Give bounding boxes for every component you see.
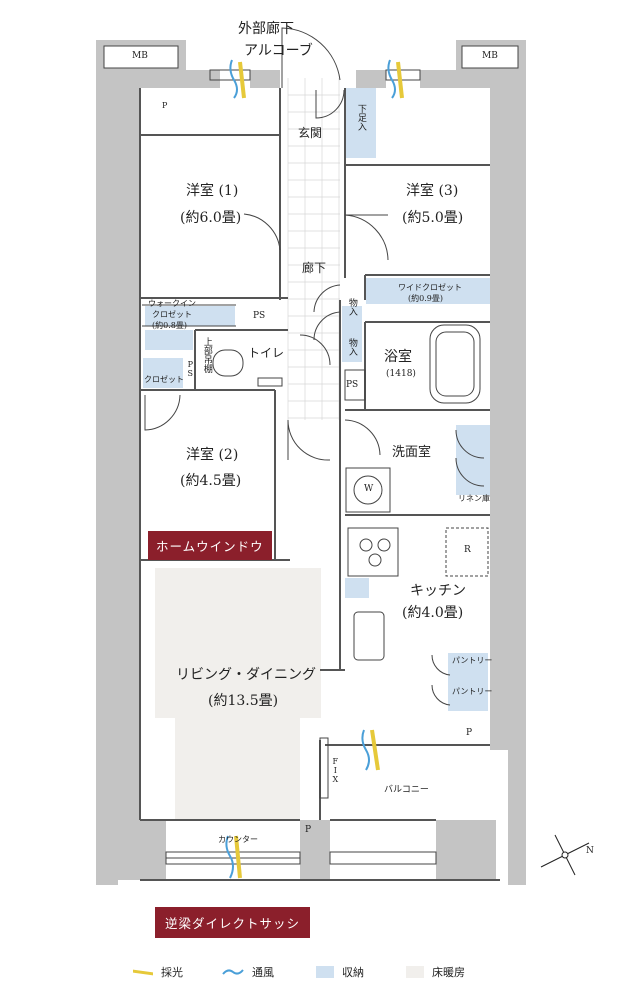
legend-storage-label: 収納 [342, 966, 364, 979]
light-symbols [234, 61, 404, 879]
legend-floor-heating-label: 床暖房 [432, 966, 465, 979]
pantry2-label: パントリー [452, 687, 493, 696]
legend-light: 採光 [133, 964, 183, 980]
floor-heating-area [155, 568, 321, 821]
washroom-label: 洗面室 [392, 445, 432, 460]
wind-symbols [225, 59, 396, 879]
door-swings [142, 27, 485, 706]
shoe-storage-label: 下足入 [355, 104, 366, 131]
hallway-tiles [287, 78, 340, 420]
mb-left-label: MB [132, 51, 148, 61]
fix-label: FIX [330, 757, 340, 784]
wind-swatch-icon [222, 969, 244, 975]
sash-badge: 逆梁ダイレクトサッシ [155, 907, 311, 938]
kitchen-size: (約4.0畳) [402, 605, 464, 621]
p-mark-balcony: P [305, 825, 312, 835]
upper-shelf-label: 上部吊棚 [201, 337, 212, 373]
windows [165, 69, 437, 865]
storage-areas [143, 88, 494, 711]
western2-name: 洋室 (2) [186, 447, 239, 463]
legend-storage: 収納 [316, 964, 364, 980]
interior-walls [139, 88, 500, 881]
toilet-label: トイレ [248, 346, 285, 360]
fridge-label: R [464, 545, 471, 555]
legend-ventilation: 通風 [222, 964, 274, 980]
p-mark-kitchen: P [466, 728, 473, 738]
home-window-badge: ホームウインドウ [148, 531, 272, 560]
alcove-label: アルコーブ [244, 43, 313, 59]
entrance-label: 玄関 [298, 126, 323, 140]
floor-heating-swatch-icon [406, 966, 424, 978]
mb-right-label: MB [482, 51, 498, 61]
western3-size: (約5.0畳) [402, 210, 464, 226]
closet-label: クロゼット [144, 375, 184, 384]
linen-label: リネン庫 [458, 494, 490, 503]
western3-name: 洋室 (3) [406, 183, 459, 199]
pantry1-label: パントリー [452, 656, 493, 665]
storage-a-label: 物入 [346, 298, 357, 316]
wide-closet-name: ワイドクロゼット [398, 283, 462, 292]
bath-size: (1418) [386, 369, 416, 379]
p-mark-north: P [162, 101, 168, 110]
outer-walls [96, 40, 526, 885]
western2-size: (約4.5畳) [180, 473, 242, 489]
storage-b-label: 物入 [346, 338, 357, 356]
walkin-line2: クロゼット [152, 310, 192, 319]
balcony-label: バルコニー [384, 785, 429, 795]
light-swatch-icon [133, 969, 153, 975]
ps-closet-label: PS [185, 360, 195, 378]
western1-name: 洋室 (1) [186, 183, 239, 199]
hallway-label: 廊下 [302, 261, 327, 275]
walkin-line1: ウォークイン [148, 299, 196, 308]
ps-bath-label: PS [346, 380, 359, 390]
mb-boxes [103, 45, 519, 69]
counter-label: カウンター [218, 835, 258, 844]
bath-name: 浴室 [384, 349, 412, 365]
legend-light-label: 採光 [161, 966, 183, 979]
legend-floor-heating: 床暖房 [406, 964, 465, 980]
compass [540, 834, 590, 876]
legend-ventilation-label: 通風 [252, 966, 274, 979]
wide-closet-size: (約0.9畳) [408, 294, 443, 303]
compass-north-label: N [586, 846, 594, 856]
washer-label: W [364, 484, 374, 494]
living-name: リビング・ダイニング [176, 667, 316, 683]
western1-size: (約6.0畳) [180, 210, 242, 226]
kitchen-name: キッチン [410, 583, 466, 599]
walkin-line3: (約0.8畳) [152, 321, 187, 330]
corridor-label: 外部廊下 [238, 21, 294, 37]
storage-swatch-icon [316, 966, 334, 978]
ps-walkin-label: PS [253, 311, 266, 321]
living-size: (約13.5畳) [208, 693, 279, 709]
fixtures [212, 324, 489, 661]
